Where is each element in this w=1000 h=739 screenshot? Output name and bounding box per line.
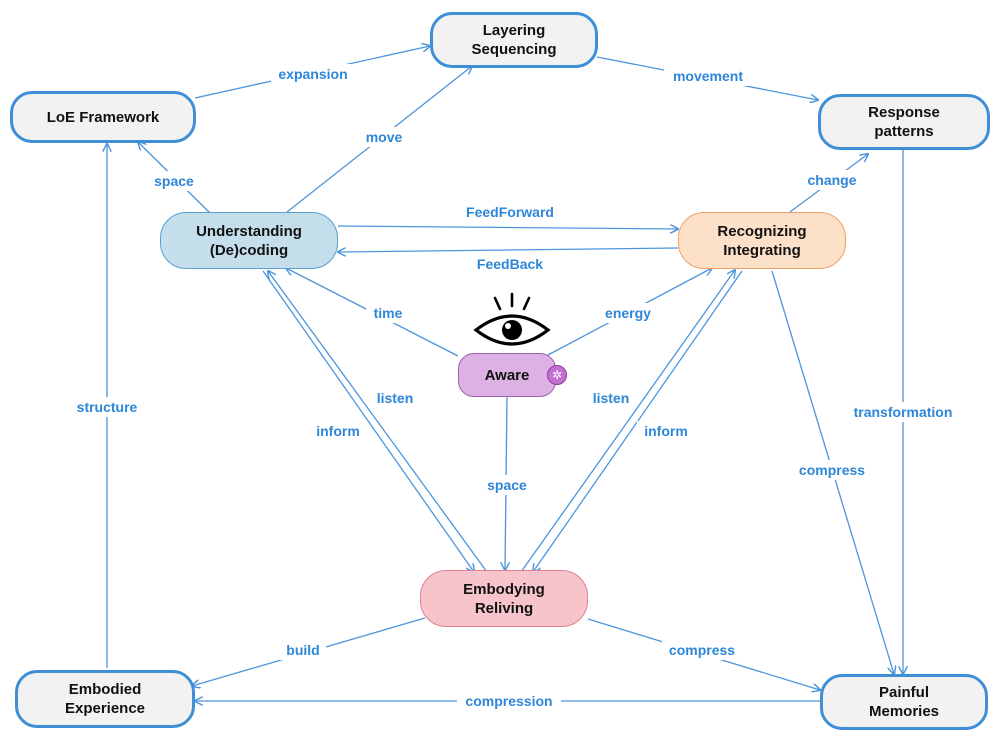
node-embodied-experience[interactable]: Embodied Experience: [15, 670, 195, 728]
label-compress-bottom: compress: [669, 642, 735, 658]
label-transformation: transformation: [854, 404, 953, 420]
node-understanding-decoding-label: Understanding (De)coding: [196, 222, 302, 259]
node-aware-label: Aware: [484, 366, 530, 384]
label-structure: structure: [77, 399, 138, 415]
label-feedforward: FeedForward: [466, 204, 554, 220]
node-loe-framework[interactable]: LoE Framework: [10, 91, 196, 143]
node-embodied-experience-label: Embodied Experience: [64, 681, 146, 717]
edge-labels: expansion movement move space change Fee…: [68, 64, 965, 711]
label-expansion: expansion: [278, 66, 347, 82]
label-space-center: space: [487, 477, 527, 493]
label-feedback: FeedBack: [477, 256, 543, 272]
node-recognizing-integrating[interactable]: Recognizing Integrating: [678, 212, 846, 269]
edge-listen-left: [268, 271, 488, 573]
node-layering-sequencing[interactable]: Layering Sequencing: [430, 12, 598, 68]
label-compress-right: compress: [799, 462, 865, 478]
node-embodying-reliving-label: Embodying Reliving: [463, 580, 545, 617]
label-change: change: [807, 172, 856, 188]
edge-listen-right: [520, 270, 735, 573]
label-build: build: [286, 642, 319, 658]
label-energy: energy: [605, 305, 651, 321]
node-recognizing-integrating-label: Recognizing Integrating: [717, 222, 807, 259]
label-listen-right: listen: [593, 390, 630, 406]
edge-feedback: [338, 247, 679, 252]
label-compression: compression: [465, 693, 552, 709]
edge-inform-left: [262, 270, 474, 572]
label-time: time: [374, 305, 403, 321]
label-inform-left: inform: [316, 423, 360, 439]
node-aware[interactable]: Aware: [458, 353, 556, 397]
node-loe-framework-label: LoE Framework: [46, 108, 160, 126]
label-move: move: [366, 129, 403, 145]
node-response-patterns-label: Response patterns: [868, 104, 940, 140]
node-response-patterns[interactable]: Response patterns: [818, 94, 990, 150]
node-painful-memories[interactable]: Painful Memories: [820, 674, 988, 730]
eye-icon: [473, 292, 551, 346]
node-understanding-decoding[interactable]: Understanding (De)coding: [160, 212, 338, 269]
label-movement: movement: [673, 68, 743, 84]
label-listen-left: listen: [377, 390, 414, 406]
label-inform-right: inform: [644, 423, 688, 439]
edge-feedforward: [337, 226, 678, 229]
node-embodying-reliving[interactable]: Embodying Reliving: [420, 570, 588, 627]
label-space-top: space: [154, 173, 194, 189]
network-badge-icon: ✲: [547, 365, 567, 385]
node-painful-memories-label: Painful Memories: [868, 684, 940, 720]
node-layering-sequencing-label: Layering Sequencing: [471, 22, 557, 58]
